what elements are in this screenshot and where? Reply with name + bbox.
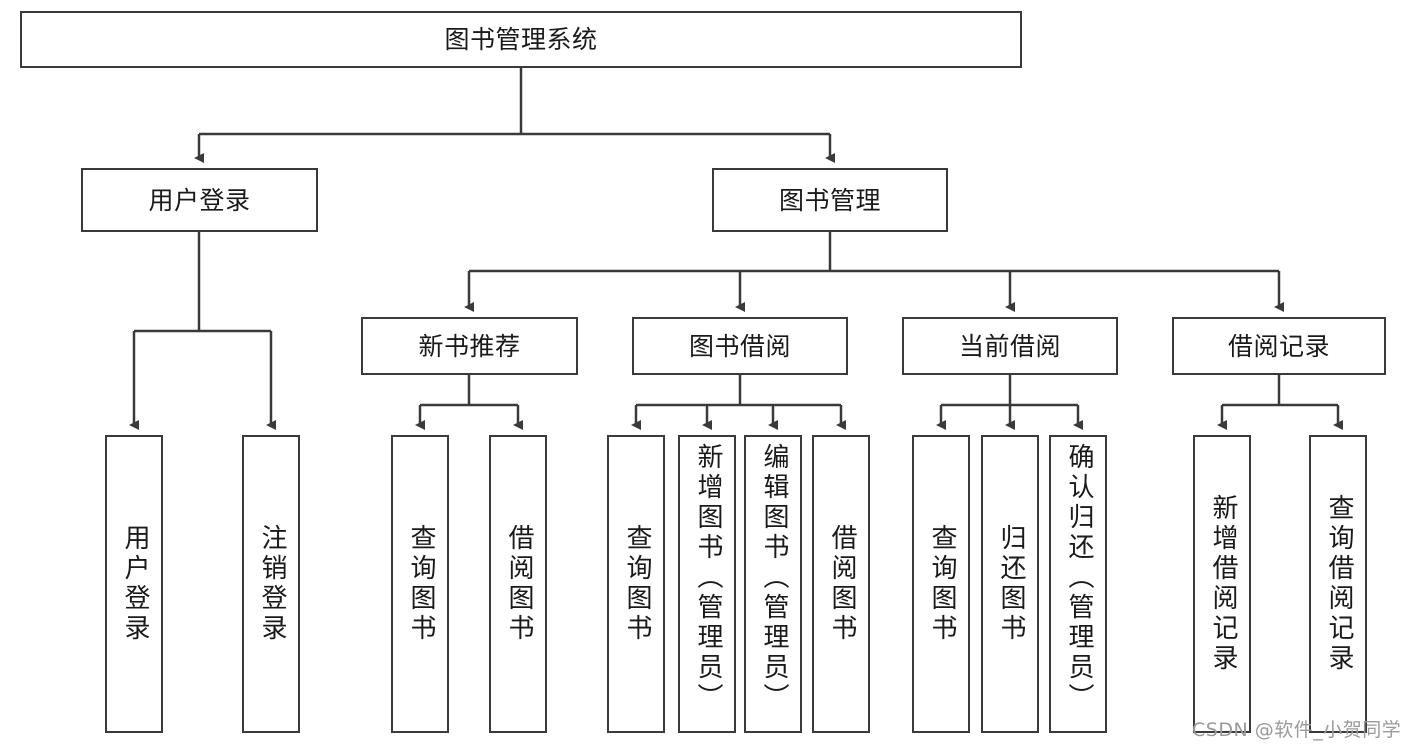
leaf-borrow-record-query[interactable]: 查询借阅记录 (1309, 435, 1367, 733)
node-label: 借阅记录 (1227, 331, 1330, 361)
leaf-book-borrow-edit[interactable]: 编辑图书（管理员） (744, 435, 802, 733)
leaf-user-login-login[interactable]: 用户登录 (105, 435, 163, 733)
watermark: CSDN @软件_小贺同学 (1192, 719, 1402, 741)
node-user-login[interactable]: 用户登录 (81, 168, 318, 232)
node-label: 编辑图书（管理员） (758, 443, 789, 713)
node-root-system[interactable]: 图书管理系统 (20, 11, 1022, 68)
node-label: 图书管理 (778, 185, 881, 215)
node-label: 确认归还（管理员） (1063, 443, 1094, 713)
leaf-user-login-logout[interactable]: 注销登录 (242, 435, 300, 733)
node-borrow-record[interactable]: 借阅记录 (1172, 317, 1386, 375)
node-label: 归还图书 (995, 524, 1026, 644)
node-label: 图书借阅 (688, 331, 791, 361)
leaf-new-book-borrow[interactable]: 借阅图书 (489, 435, 547, 733)
leaf-book-borrow-query[interactable]: 查询图书 (607, 435, 665, 733)
node-label: 图书管理系统 (444, 25, 598, 54)
leaf-book-borrow-lend[interactable]: 借阅图书 (812, 435, 870, 733)
node-book-management[interactable]: 图书管理 (712, 168, 948, 232)
node-new-book-recommend[interactable]: 新书推荐 (361, 317, 578, 375)
node-label: 用户登录 (119, 524, 150, 644)
node-label: 注销登录 (256, 524, 287, 644)
leaf-borrow-record-add[interactable]: 新增借阅记录 (1193, 435, 1251, 733)
leaf-book-borrow-add[interactable]: 新增图书（管理员） (678, 435, 736, 733)
node-label: 查询图书 (926, 524, 957, 644)
node-label: 新增图书（管理员） (692, 443, 723, 713)
leaf-current-borrow-confirm[interactable]: 确认归还（管理员） (1049, 435, 1107, 733)
node-label: 借阅图书 (503, 524, 534, 644)
leaf-current-borrow-query[interactable]: 查询图书 (912, 435, 970, 733)
node-label: 新书推荐 (418, 331, 521, 361)
node-label: 查询图书 (621, 524, 652, 644)
node-label: 用户登录 (148, 185, 251, 215)
node-label: 借阅图书 (826, 524, 857, 644)
leaf-new-book-query[interactable]: 查询图书 (391, 435, 449, 733)
node-current-borrow[interactable]: 当前借阅 (902, 317, 1118, 375)
leaf-current-borrow-return[interactable]: 归还图书 (981, 435, 1039, 733)
node-label: 当前借阅 (958, 331, 1061, 361)
node-label: 新增借阅记录 (1207, 494, 1238, 674)
node-label: 查询图书 (405, 524, 436, 644)
node-book-borrow[interactable]: 图书借阅 (632, 317, 848, 375)
node-label: 查询借阅记录 (1323, 494, 1354, 674)
